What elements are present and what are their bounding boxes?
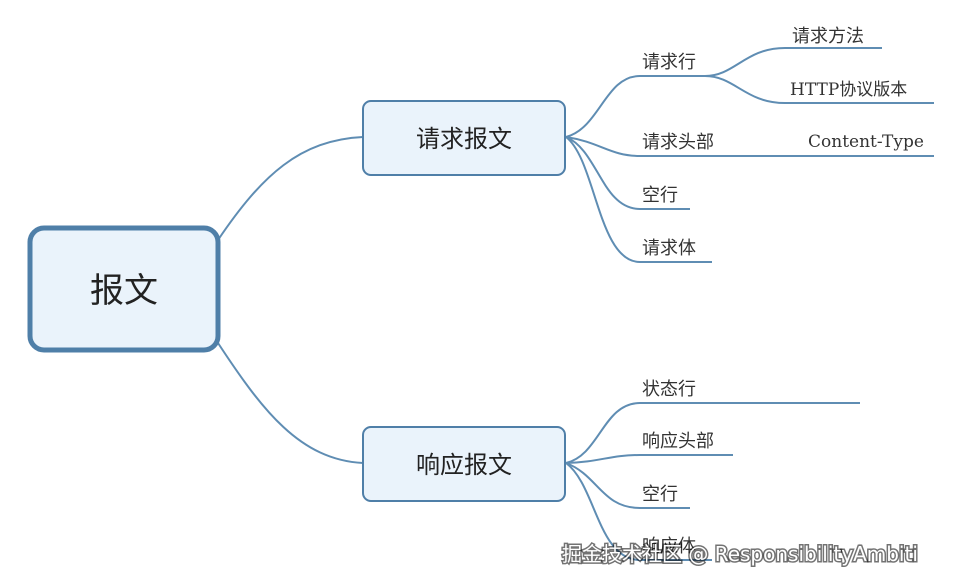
response-blank-label: 空行 — [642, 484, 678, 505]
request-line-label: 请求行 — [642, 52, 696, 73]
connector-response-status — [565, 402, 641, 464]
response-status-line-label: 状态行 — [642, 379, 696, 400]
connector-response-blank — [565, 462, 641, 509]
response-node[interactable] — [362, 426, 566, 502]
request-version-label: HTTP协议版本 — [790, 80, 907, 100]
response-headers-label: 响应头部 — [642, 431, 714, 452]
connector-response-headers — [565, 454, 641, 464]
connector-line-version — [704, 75, 786, 104]
connector-response-body — [565, 462, 641, 561]
request-node[interactable] — [362, 100, 566, 176]
response-node-label: 响应报文 — [416, 451, 512, 479]
connector-request-body — [565, 136, 641, 263]
connector-line-method — [704, 47, 786, 77]
connector-root-request — [217, 136, 364, 241]
request-content-type-label: Content-Type — [808, 132, 924, 152]
response-body-label: 响应体 — [642, 536, 696, 557]
connector-request-line — [565, 75, 641, 138]
request-node-label: 请求报文 — [416, 125, 512, 153]
connector-root-response — [217, 342, 364, 464]
request-headers-label: 请求头部 — [642, 132, 714, 153]
watermark-text: 掘金技术社区 @ ResponsibilityAmbiti — [562, 542, 918, 566]
connector-request-headers — [565, 136, 641, 157]
request-body-label: 请求体 — [642, 238, 696, 259]
request-method-label: 请求方法 — [792, 26, 864, 47]
request-blank-label: 空行 — [642, 185, 678, 206]
root-node[interactable] — [27, 225, 221, 353]
connector-request-blank — [565, 136, 641, 210]
root-node-label: 报文 — [90, 271, 158, 311]
